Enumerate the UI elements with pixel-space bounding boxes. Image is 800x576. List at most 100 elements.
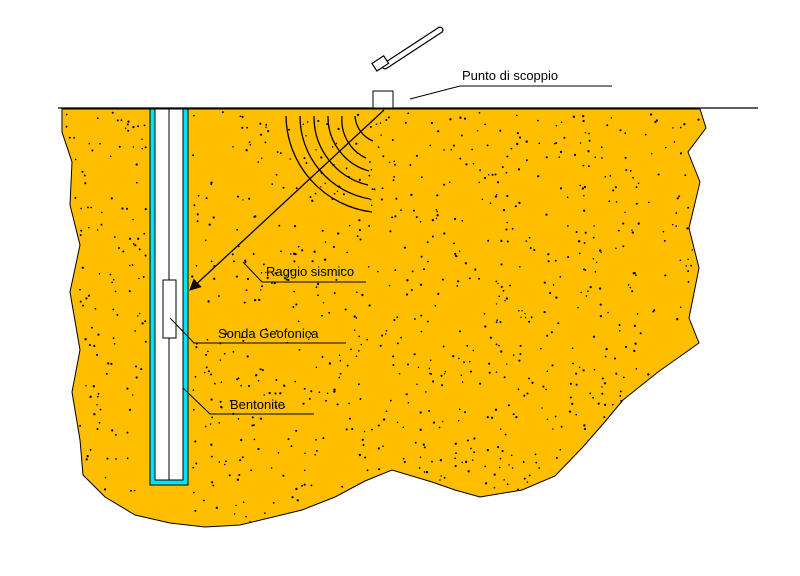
geophone-probe-label: Sonda Geofonica [218,326,319,341]
soil-speckle [125,207,129,210]
soil-speckle [520,316,522,319]
soil-speckle [92,385,95,388]
soil-speckle [415,216,418,219]
soil-speckle [546,334,549,337]
soil-speckle [673,141,676,143]
soil-speckle [80,207,82,210]
soil-speckle [382,155,385,158]
soil-speckle [205,197,208,200]
soil-speckle [419,220,422,223]
soil-speckle [144,254,147,257]
soil-speckle [569,382,573,385]
soil-speckle [126,123,129,126]
soil-speckle [541,407,543,409]
soil-speckle [498,466,501,469]
soil-speckle [241,126,244,129]
soil-speckle [249,521,251,523]
soil-speckle [452,144,455,147]
soil-speckle [494,195,498,198]
soil-speckle [90,206,92,209]
soil-speckle [90,326,93,329]
soil-speckle [569,396,572,399]
soil-speckle [434,304,437,307]
soil-speckle [259,122,262,125]
soil-speckle [364,456,367,459]
soil-speckle [344,308,347,311]
soil-speckle [620,399,623,403]
soil-speckle [496,194,498,196]
soil-speckle [489,202,492,205]
soil-speckle [608,200,611,203]
soil-speckle [583,424,586,427]
soil-speckle [266,276,269,279]
soil-speckle [80,229,83,232]
soil-speckle [251,416,254,419]
soil-speckle [423,446,426,449]
soil-speckle [237,377,240,380]
soil-speckle [274,392,277,395]
soil-speckle [632,272,635,275]
soil-speckle [134,330,136,332]
soil-speckle [304,452,306,455]
soil-speckle [88,142,91,145]
soil-speckle [105,372,108,375]
soil-speckle [521,310,523,312]
soil-speckle [242,501,245,503]
soil-speckle [267,130,270,133]
soil-speckle [392,363,395,367]
soil-speckle [357,383,360,386]
soil-speckle [476,129,479,132]
soil-speckle [264,141,267,144]
soil-speckle [93,344,96,347]
soil-speckle [418,467,421,469]
soil-speckle [495,321,498,324]
soil-speckle [249,143,252,146]
soil-speckle [355,317,358,319]
soil-speckle [225,332,228,335]
soil-speckle [533,248,536,252]
soil-speckle [236,478,240,481]
soil-speckle [600,146,603,148]
soil-speckle [463,361,465,364]
soil-speckle [210,181,213,184]
soil-speckle [514,205,517,208]
soil-speckle [257,379,260,382]
soil-speckle [259,133,263,136]
soil-speckle [599,303,602,306]
soil-speckle [210,373,212,376]
soil-speckle [622,222,625,225]
soil-speckle [240,336,243,339]
soil-speckle [295,487,298,491]
soil-speckle [353,329,356,332]
soil-speckle [87,294,91,297]
soil-speckle [391,139,394,141]
soil-speckle [417,366,420,369]
soil-speckle [624,132,627,134]
soil-speckle [356,113,360,117]
soil-speckle [339,372,342,375]
soil-speckle [525,140,528,143]
soil-speckle [358,228,362,232]
soil-speckle [191,275,194,278]
soil-speckle [194,509,197,512]
soil-speckle [196,213,199,216]
soil-speckle [528,236,531,239]
soil-speckle [512,354,515,356]
soil-speckle [528,474,531,477]
soil-speckle [595,261,598,264]
soil-speckle [402,457,405,460]
soil-speckle [578,366,581,369]
soil-speckle [470,447,472,450]
soil-speckle [195,265,198,267]
soil-speckle [257,447,260,451]
soil-speckle [101,211,103,214]
soil-speckle [437,292,440,296]
soil-speckle [453,242,455,245]
soil-speckle [110,362,113,366]
soil-speckle [633,324,637,328]
soil-speckle [114,433,117,436]
soil-speckle [89,395,92,398]
soil-speckle [676,197,679,200]
soil-speckle [487,239,490,242]
soil-speckle [471,148,473,151]
